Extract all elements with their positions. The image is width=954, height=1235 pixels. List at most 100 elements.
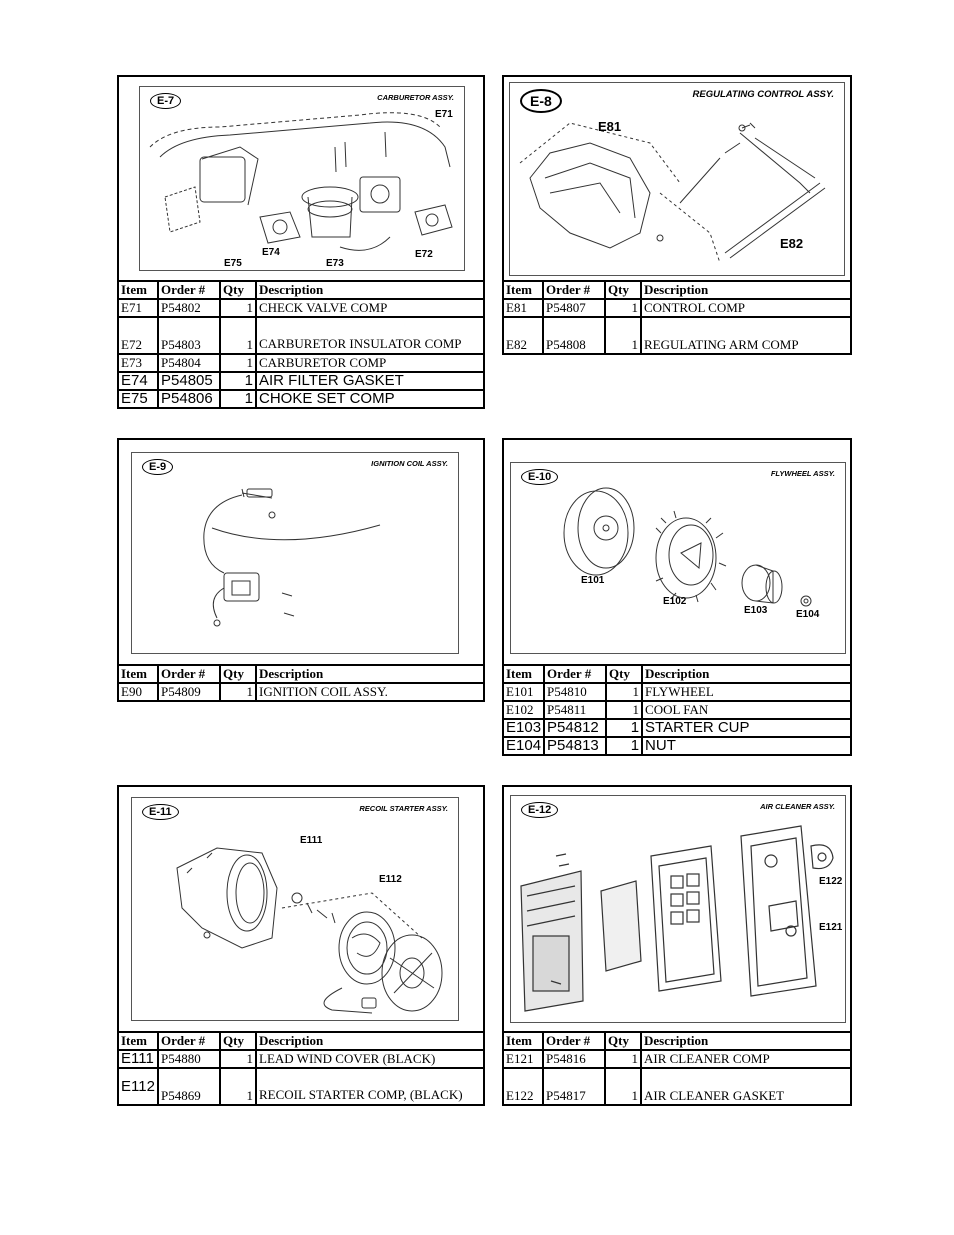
cell-description: IGNITION COIL ASSY. — [255, 682, 485, 702]
cell-item: E104 — [501, 736, 546, 756]
cell-qty: 1 — [604, 1067, 642, 1106]
cell-qty: 1 — [219, 353, 257, 373]
cell-order: P54806 — [157, 389, 221, 409]
section-badge: E-11 — [142, 804, 179, 820]
callout-e122: E122 — [819, 876, 843, 887]
cell-item: E121 — [502, 1049, 544, 1069]
cell-order: P54805 — [157, 371, 221, 391]
callout-e112: E112 — [379, 874, 402, 885]
cell-qty: 1 — [219, 1049, 257, 1069]
cell-item: E90 — [117, 682, 159, 702]
table-header: Item Order # Qty Description — [117, 1031, 485, 1051]
diagram-air-cleaner-assy: E-12 AIR CLEANER ASSY. E122 E121 — [502, 785, 852, 1033]
cell-item: E112 — [117, 1067, 159, 1106]
cell-qty: 1 — [219, 1067, 257, 1106]
diagram-recoil-starter-assy: E-11 RECOIL STARTER ASSY. E111 E112 — [117, 785, 485, 1033]
header-item: Item — [502, 280, 544, 300]
table-row: E112 P54869 1 RECOIL STARTER COMP, (BLAC… — [117, 1067, 485, 1106]
table-row: E82 P54808 1 REGULATING ARM COMP — [502, 316, 852, 355]
cell-order: P54804 — [157, 353, 221, 373]
cell-description: AIR CLEANER COMP — [640, 1049, 852, 1069]
table-row: E81 P54807 1 CONTROL COMP — [502, 298, 852, 318]
section-badge: E-7 — [150, 93, 182, 109]
header-item: Item — [502, 1031, 544, 1051]
ignition-coil-illustration — [203, 488, 381, 627]
header-description: Description — [641, 664, 852, 684]
header-qty: Qty — [604, 1031, 642, 1051]
cell-description: CARBURETOR INSULATOR COMP — [255, 316, 485, 355]
cell-description: CHOKE SET COMP — [255, 389, 485, 409]
table-header: Item Order # Qty Description — [502, 1031, 852, 1051]
header-order: Order # — [542, 1031, 606, 1051]
section-badge: E-9 — [142, 459, 174, 475]
assembly-title: CARBURETOR ASSY. — [377, 93, 454, 102]
header-item: Item — [501, 664, 546, 684]
header-qty: Qty — [604, 280, 642, 300]
cell-order: P54880 — [157, 1049, 221, 1069]
cell-description: COOL FAN — [641, 700, 852, 720]
table-row: E75 P54806 1 CHOKE SET COMP — [117, 389, 485, 409]
cell-description: NUT — [641, 736, 852, 756]
diagram-regulating-control-assy: E-8 REGULATING CONTROL ASSY. E81 E82 — [502, 75, 852, 282]
cell-description: CARBURETOR COMP — [255, 353, 485, 373]
cell-qty: 1 — [605, 682, 644, 702]
cell-item: E111 — [117, 1049, 159, 1069]
diagram-flywheel-assy: E-10 FLYWHEEL ASSY. E101 E102 E103 E104 — [502, 438, 852, 666]
regulating-control-illustration — [519, 122, 826, 264]
assembly-title: AIR CLEANER ASSY. — [760, 802, 835, 811]
cell-item: E122 — [502, 1067, 544, 1106]
assembly-title: FLYWHEEL ASSY. — [770, 469, 835, 478]
header-item: Item — [117, 280, 159, 300]
section-badge: E-10 — [521, 469, 559, 485]
cell-qty: 1 — [605, 736, 644, 756]
cell-item: E82 — [502, 316, 544, 355]
header-item: Item — [117, 1031, 159, 1051]
header-description: Description — [255, 664, 485, 684]
cell-item: E101 — [501, 682, 546, 702]
cell-item: E71 — [117, 298, 159, 318]
callout-e71: E71 — [435, 109, 453, 120]
table-row: E111 P54880 1 LEAD WIND COVER (BLACK) — [117, 1049, 485, 1069]
diagram-frame: E-12 AIR CLEANER ASSY. E122 E121 — [510, 795, 846, 1023]
parts-table: Item Order # Qty Description E71 P54802 … — [117, 280, 485, 409]
parts-table: Item Order # Qty Description E101 P54810… — [501, 664, 852, 756]
table-row: E72 P54803 1 CARBURETOR INSULATOR COMP — [117, 316, 485, 355]
header-order: Order # — [157, 1031, 221, 1051]
table-row: E73 P54804 1 CARBURETOR COMP — [117, 353, 485, 373]
cell-description: RECOIL STARTER COMP, (BLACK) — [255, 1067, 485, 1106]
cell-order: P54802 — [157, 298, 221, 318]
header-qty: Qty — [605, 664, 644, 684]
flywheel-illustration — [563, 487, 812, 607]
cell-qty: 1 — [605, 700, 644, 720]
callout-e104: E104 — [796, 609, 820, 620]
table-row: E71 P54802 1 CHECK VALVE COMP — [117, 298, 485, 318]
table-row: E101 P54810 1 FLYWHEEL — [501, 682, 852, 702]
cell-order: P54811 — [543, 700, 608, 720]
cell-order: P54812 — [543, 718, 608, 738]
cell-description: CHECK VALVE COMP — [255, 298, 485, 318]
cell-order: P54816 — [542, 1049, 606, 1069]
cell-order: P54809 — [157, 682, 221, 702]
cell-item: E81 — [502, 298, 544, 318]
header-description: Description — [640, 280, 852, 300]
cell-description: STARTER CUP — [641, 718, 852, 738]
cell-description: FLYWHEEL — [641, 682, 852, 702]
header-qty: Qty — [219, 1031, 257, 1051]
cell-description: LEAD WIND COVER (BLACK) — [255, 1049, 485, 1069]
table-row: E103 P54812 1 STARTER CUP — [501, 718, 852, 738]
cell-qty: 1 — [604, 1049, 642, 1069]
callout-e82: E82 — [780, 236, 804, 251]
recoil-starter-illustration — [176, 847, 443, 1014]
cell-item: E75 — [117, 389, 159, 409]
callout-e111: E111 — [300, 835, 323, 846]
header-item: Item — [117, 664, 159, 684]
header-description: Description — [640, 1031, 852, 1051]
parts-table: Item Order # Qty Description E81 P54807 … — [502, 280, 852, 355]
cell-qty: 1 — [219, 316, 257, 355]
table-header: Item Order # Qty Description — [117, 280, 485, 300]
cell-qty: 1 — [604, 298, 642, 318]
cell-qty: 1 — [219, 298, 257, 318]
parts-table: Item Order # Qty Description E121 P54816… — [502, 1031, 852, 1106]
cell-order: P54810 — [543, 682, 608, 702]
callout-e73: E73 — [326, 258, 344, 269]
